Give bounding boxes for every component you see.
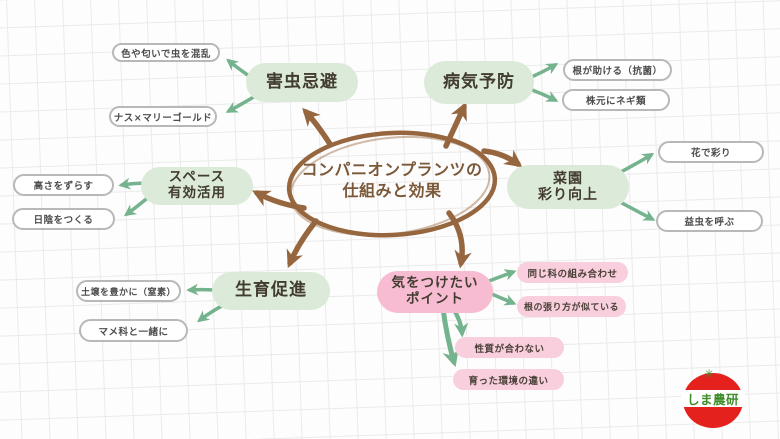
node-caution-points: 気をつけたい ポイント <box>377 271 493 313</box>
node-pest-repellent-label: 害虫忌避 <box>266 71 338 92</box>
node-caution-points-label: 気をつけたい ポイント <box>392 276 479 307</box>
shima-nouken-logo: ✳ しま農研 <box>681 367 745 429</box>
arrow-center-to-growth <box>286 218 319 269</box>
node-growth-promotion-label: 生育促進 <box>235 280 307 301</box>
center-ellipse-sketch <box>289 135 491 237</box>
center-ellipse <box>286 130 498 238</box>
center-title-line2: 仕組みと効果 <box>342 180 442 200</box>
child-shift-height: 高さをずらす <box>13 174 114 196</box>
child-similar-root-spread: 根の張り方が似ている <box>517 296 626 317</box>
node-disease-prevention: 病気予防 <box>424 61 534 104</box>
arrow-center-to-disease <box>443 101 467 149</box>
child-color-smell-confuse: 色や匂いで虫を混乱 <box>112 43 220 62</box>
center-title: コンパニオンプランツの 仕組みと効果 <box>292 160 492 202</box>
node-space-utilization: スペース 有効活用 <box>141 167 253 205</box>
node-pest-repellent: 害虫忌避 <box>246 63 358 102</box>
node-garden-color-label: 菜園 彩り向上 <box>538 171 598 203</box>
node-caution-line1: 気をつけたい <box>391 275 479 292</box>
logo-text: しま農研 <box>686 392 739 407</box>
node-garden-line1: 菜園 <box>553 170 583 187</box>
arrow-garden-to-c2 <box>616 199 656 221</box>
child-make-shade: 日陰をつくる <box>12 208 115 230</box>
child-roots-antibacterial: 根が助ける（抗菌） <box>563 59 672 81</box>
arrow-center-to-garden <box>481 148 523 168</box>
child-attract-beneficial-insects: 益虫を呼ぶ <box>656 210 763 232</box>
child-incompatible-nature: 性質が合わない <box>455 337 564 358</box>
node-space-line2: 有効活用 <box>168 185 226 201</box>
node-garden-color: 菜園 彩り向上 <box>507 165 629 209</box>
arrow-center-to-caution <box>446 210 472 269</box>
arrow-center-to-space <box>252 190 307 211</box>
node-growth-promotion: 生育促進 <box>212 272 330 310</box>
child-eggplant-marigold: ナス×マリーゴールド <box>109 106 217 127</box>
arrow-center-to-pest <box>302 107 333 147</box>
child-enrich-soil-nitrogen: 土壌を豊かに（窒素） <box>76 280 181 302</box>
node-space-utilization-label: スペース 有効活用 <box>168 170 226 201</box>
logo-band: しま農研 <box>681 390 745 407</box>
arrow-caution-to-c4 <box>440 306 459 368</box>
child-same-family-combo: 同じ科の組み合わせ <box>517 262 628 283</box>
arrow-caution-to-c1 <box>487 269 517 283</box>
child-different-environment: 育った環境の違い <box>453 369 564 390</box>
node-space-line1: スペース <box>168 169 226 186</box>
tomato-stem-icon: ✳ <box>704 367 715 381</box>
child-with-legumes: マメ科と一緒に <box>79 319 188 342</box>
center-title-line1: コンパニオンプランツの <box>301 160 483 179</box>
node-garden-line2: 彩り向上 <box>538 187 598 203</box>
child-negi-at-base: 株元にネギ類 <box>562 89 670 111</box>
node-caution-line2: ポイント <box>406 291 464 307</box>
child-flower-color: 花で彩り <box>658 141 764 163</box>
node-disease-prevention-label: 病気予防 <box>443 71 515 92</box>
